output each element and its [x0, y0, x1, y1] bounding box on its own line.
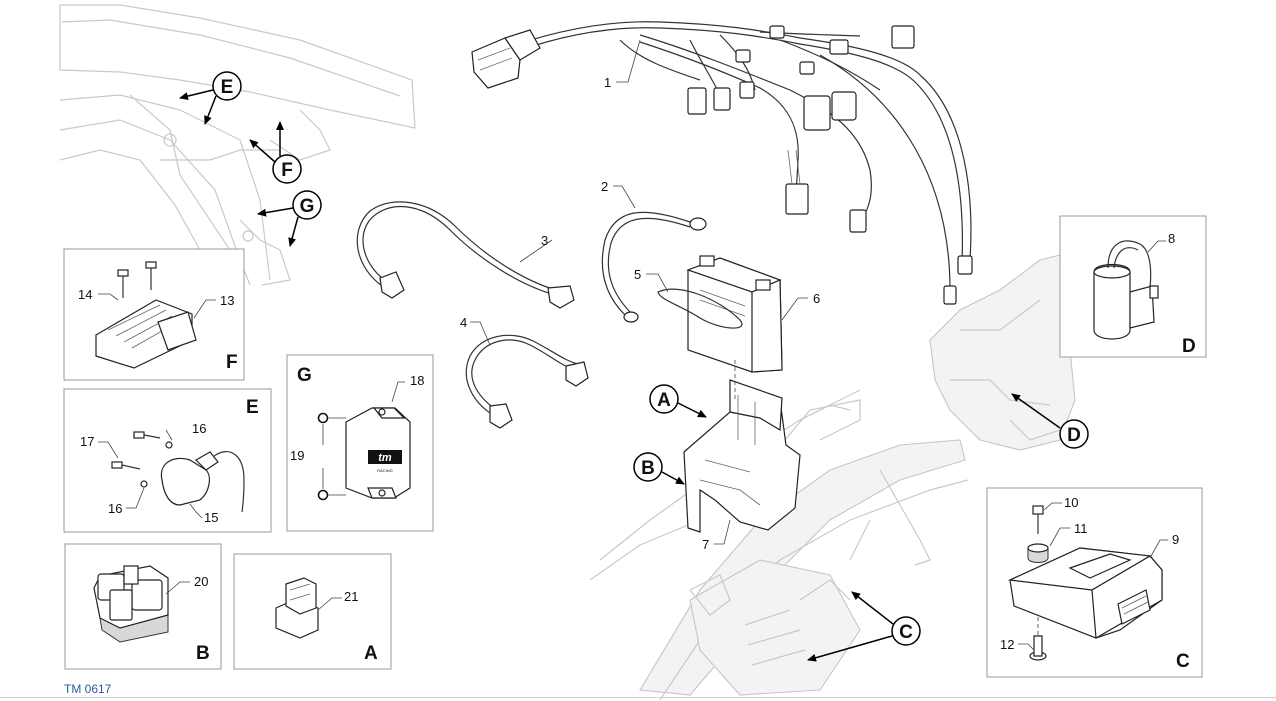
callout-20: 20: [194, 574, 208, 589]
ecu-logo-subtext: RACING: [377, 468, 393, 473]
callout-7: 7: [702, 537, 709, 552]
frame-rear-ghost: [589, 254, 1081, 701]
marker-G: G: [257, 190, 322, 247]
inset-B-letter: B: [196, 643, 210, 664]
marker-B: B: [633, 452, 685, 485]
callout-16-bottom: 16: [108, 501, 122, 516]
callout-4: 4: [460, 315, 467, 330]
callout-9: 9: [1172, 532, 1179, 547]
inset-E-letter: E: [246, 397, 259, 418]
callout-12: 12: [1000, 637, 1014, 652]
ecu-logo-text: tm: [378, 452, 392, 464]
wiring-harness: [471, 21, 973, 305]
callout-13: 13: [220, 293, 234, 308]
inset-G-ecu: G tm RACING 18 19: [286, 354, 434, 532]
inset-E-ignition-coil: 17 16 16 15 E: [63, 388, 272, 533]
marker-G-label: G: [300, 196, 315, 217]
inset-G-letter: G: [297, 365, 312, 386]
inset-A-connector: 21 A: [233, 553, 392, 670]
drawing-reference-code: TM 0617: [64, 682, 112, 696]
callout-5: 5: [634, 267, 641, 282]
battery: [686, 255, 783, 373]
callout-1: 1: [604, 75, 611, 90]
callout-17: 17: [80, 434, 94, 449]
marker-E-label: E: [221, 77, 234, 98]
marker-A-label: A: [657, 390, 671, 411]
frame-front-ghost: [59, 4, 416, 286]
callout-15: 15: [204, 510, 218, 525]
marker-F: F: [249, 121, 302, 184]
marker-A: A: [649, 384, 707, 418]
marker-D-label: D: [1067, 425, 1081, 446]
bottom-divider: [0, 697, 1276, 698]
starter-motor-cable: [465, 334, 589, 429]
marker-C: C: [807, 591, 921, 662]
callout-18: 18: [410, 373, 424, 388]
battery-positive-cable: [356, 201, 575, 309]
marker-E: E: [179, 71, 242, 125]
callout-8: 8: [1168, 231, 1175, 246]
marker-B-label: B: [641, 458, 655, 479]
inset-C-control-unit: 10 11 9 12 C: [986, 487, 1203, 678]
marker-D: D: [1011, 393, 1089, 449]
inset-D-letter: D: [1182, 336, 1196, 357]
callout-3: 3: [541, 233, 548, 248]
battery-strap: [657, 288, 743, 329]
leader-lines: [470, 39, 808, 545]
battery-ground-cable: [601, 211, 707, 323]
inset-F-voltage-regulator: 14 13 F: [63, 248, 245, 381]
battery-box: [683, 360, 801, 533]
inset-A-letter: A: [364, 643, 378, 664]
inset-C-letter: C: [1176, 651, 1190, 672]
callout-21: 21: [344, 589, 358, 604]
inset-B-starter-relay: 20 B: [64, 543, 222, 670]
inset-F-letter: F: [226, 352, 238, 373]
inset-D-sensor: 8 D: [1059, 215, 1207, 358]
callout-10: 10: [1064, 495, 1078, 510]
callout-19: 19: [290, 448, 304, 463]
callout-6: 6: [813, 291, 820, 306]
marker-C-label: C: [899, 622, 913, 643]
callout-16-top: 16: [192, 421, 206, 436]
callout-2: 2: [601, 179, 608, 194]
callout-14: 14: [78, 287, 92, 302]
marker-F-label: F: [281, 160, 293, 181]
callout-11: 11: [1074, 521, 1088, 536]
